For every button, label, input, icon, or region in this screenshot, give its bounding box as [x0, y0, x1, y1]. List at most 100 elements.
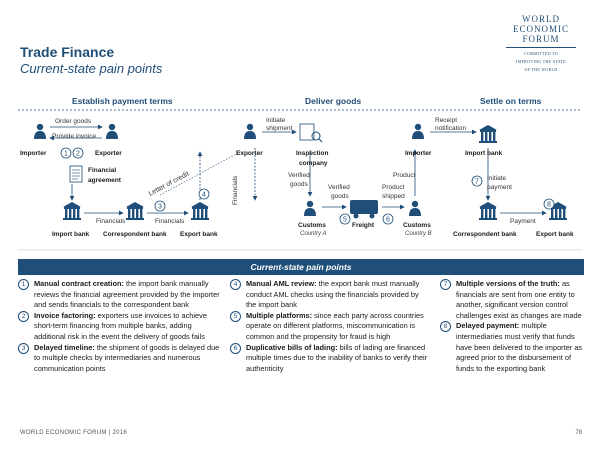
inspection-label: Inspection [296, 150, 329, 157]
pain-point-title: Duplicative bills of lading: [246, 342, 338, 352]
financials-vertical-label: Financials [232, 175, 239, 205]
shipped-label: shipped [382, 193, 405, 200]
pain-points-col-3: 7 Multiple versions of the truth: as fin… [440, 279, 584, 374]
pain-point-item: 5 Multiple platforms: since each party a… [230, 310, 430, 343]
agreement-label: agreement [88, 177, 121, 184]
exporter-deliver-icon [244, 123, 256, 139]
importer-icon [34, 123, 46, 139]
correspondent-bank-settle-icon [479, 202, 497, 220]
pain-point-text: the export bank must manually conduct AM… [246, 279, 420, 310]
company-label: company [299, 160, 328, 167]
export-bank-settle-label: Export bank [536, 231, 574, 238]
exporter-label: Exporter [95, 150, 122, 157]
pain-point-item: 3 Delayed timeline: the shipment of good… [18, 342, 223, 375]
freight-truck-icon [350, 200, 378, 214]
financial-label: Financial [88, 167, 117, 174]
pain-point-number: 4 [230, 279, 241, 290]
pain-point-number: 8 [440, 321, 451, 333]
country-b-label: Country B [405, 231, 432, 237]
pain-point-title: Manual AML review: [246, 279, 317, 288]
pain-point-item: 6 Duplicative bills of lading: bills of … [230, 342, 430, 375]
wef-logo: WORLD ECONOMIC FORUM COMMITTED TO IMPROV… [506, 14, 576, 72]
pain-point-number: 5 [230, 310, 241, 322]
process-diagram: 1 2 3 4 5 6 7 8 Letter of credit Financi… [18, 109, 582, 251]
import-bank-label: Import bank [52, 231, 90, 238]
pain-point-title: Invoice factoring: [34, 310, 96, 320]
pain-point-number: 7 [440, 279, 451, 290]
logo-line: ECONOMIC [512, 24, 569, 34]
pain-point-text: the import bank manually reviews the fin… [34, 279, 220, 310]
import-bank-settle-label: Import bank [465, 150, 503, 157]
pain-point-number: 1 [18, 279, 29, 290]
page-title: Trade Finance [20, 44, 115, 60]
pain-point-item: 1 Manual contract creation: the import b… [18, 279, 223, 311]
correspondent-bank-settle-label: Correspondent bank [453, 231, 517, 238]
pain-point-number: 3 [18, 342, 29, 354]
section-deliver: Deliver goods [305, 96, 362, 106]
pain-point-text: exporters use invoices to achieve short-… [34, 310, 207, 341]
pain-point-title: Delayed payment: [456, 321, 520, 331]
logo-line: WORLD [522, 14, 560, 24]
pain-point-item: 4 Manual AML review: the export bank mus… [230, 279, 430, 311]
provide-invoice-label: Provide invoice [52, 133, 97, 140]
logo-divider [506, 47, 576, 48]
verified-label: Verified [288, 172, 310, 179]
pain-point-item: 8 Delayed payment: multiple intermediari… [440, 321, 584, 374]
marker-6: 6 [386, 217, 390, 224]
page-subtitle: Current-state pain points [20, 61, 163, 76]
importer-settle-icon [412, 123, 424, 139]
financials-right-label: Financials [155, 218, 185, 225]
marker-3: 3 [158, 204, 162, 211]
footer-text: WORLD ECONOMIC FORUM | 2016 [20, 430, 128, 436]
customs-b-label: Customs [403, 222, 431, 229]
goods-b-label: goods [331, 193, 349, 200]
notification-label: notification [435, 125, 467, 132]
importer-settle-label: Importer [405, 150, 432, 157]
pain-point-number: 6 [230, 342, 241, 354]
pain-point-item: 2 Invoice factoring: exporters use invoi… [18, 310, 223, 343]
pain-point-title: Manual contract creation: [34, 279, 124, 288]
product-shipped-label: Product [382, 184, 405, 191]
verified-b-label: Verified [328, 184, 350, 191]
logo-tagline: OF THE WORLD [524, 67, 558, 72]
payment-label: Payment [510, 218, 536, 225]
pain-point-text: bills of lading are financed multiple ti… [246, 342, 428, 373]
payment-label-2: payment [487, 184, 512, 191]
product-label: Product [393, 172, 416, 179]
customs-b-icon [409, 200, 421, 216]
importer-label: Importer [20, 150, 47, 157]
pain-point-title: Delayed timeline: [34, 342, 95, 352]
pain-point-number: 2 [18, 310, 29, 322]
exporter-icon [106, 123, 118, 139]
marker-1: 1 [64, 151, 68, 158]
page-number: 78 [575, 430, 582, 436]
export-bank-label: Export bank [180, 231, 218, 238]
initiate-label: Initiate [266, 117, 286, 124]
logo-tagline: COMMITTED TO [523, 51, 558, 56]
pain-point-text: multiple intermediaries must verify that… [456, 321, 583, 373]
pain-points-heading: Current-state pain points [18, 259, 584, 275]
marker-5: 5 [343, 217, 347, 224]
pain-points-col-1: 1 Manual contract creation: the import b… [18, 279, 223, 374]
correspondent-bank-icon [126, 202, 144, 220]
section-settle: Settle on terms [480, 96, 542, 106]
logo-tagline: IMPROVING THE STATE [516, 59, 566, 64]
goods-label: goods [290, 181, 308, 188]
country-a-label: Country A [300, 231, 327, 237]
correspondent-bank-label: Correspondent bank [103, 231, 167, 238]
letter-of-credit-label: Letter of credit [148, 171, 191, 198]
exporter-deliver-label: Exporter [236, 150, 263, 157]
document-icon [69, 165, 83, 183]
pain-point-item: 7 Multiple versions of the truth: as fin… [440, 279, 584, 321]
pain-point-text: since each party across countries operat… [246, 310, 424, 341]
pain-points-col-2: 4 Manual AML review: the export bank mus… [230, 279, 430, 374]
logo-line: FORUM [522, 34, 560, 44]
marker-8: 8 [547, 202, 551, 209]
import-bank-settle-icon [479, 125, 497, 143]
marker-4: 4 [202, 192, 206, 199]
import-bank-icon [63, 202, 81, 220]
financials-left-label: Financials [96, 218, 126, 225]
pain-point-text: as financials are sent from one entity t… [456, 279, 582, 320]
pain-point-title: Multiple versions of the truth: [456, 279, 560, 288]
section-establish: Establish payment terms [72, 96, 173, 106]
